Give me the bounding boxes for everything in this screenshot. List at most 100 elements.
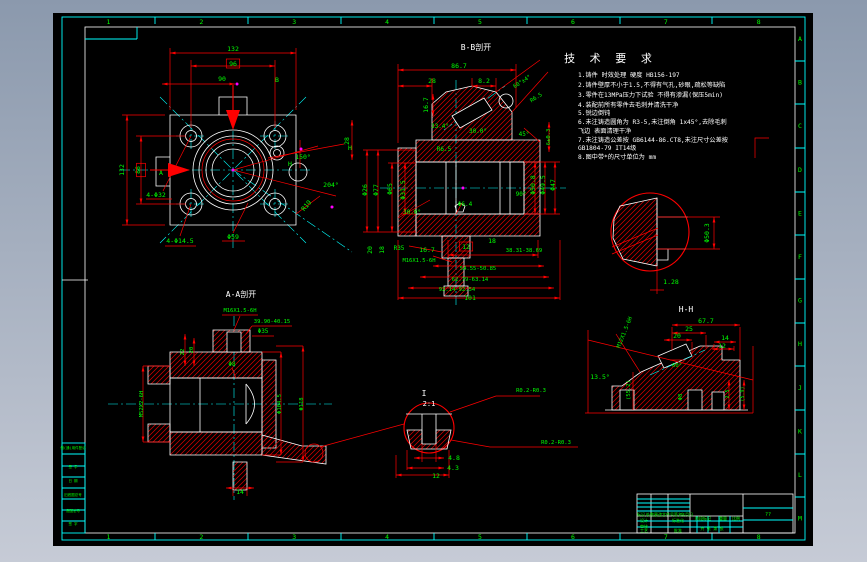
dimension-label: 18 [378, 246, 386, 254]
dimension-label: R0.2-R0.3 [516, 388, 546, 394]
dimension-label: 4.3 [447, 464, 459, 472]
dimension-label: 30.0° [469, 128, 487, 135]
margin-block-label: 日 期 [68, 478, 78, 483]
zone-number-bottom: 4 [385, 533, 389, 541]
zone-letter-right: L [798, 471, 802, 479]
titleblock-label: 标记 [637, 511, 645, 517]
dimension-label: 1.28 [663, 278, 679, 286]
tech-requirements-line: 4.装配前所有零件去毛刺并清洗干净 [578, 101, 678, 109]
dimension-label: Φ31.5 [399, 180, 407, 200]
dimension-label: 96 [229, 60, 237, 68]
section-arrow-a [150, 163, 190, 177]
zone-letter-right: M [798, 515, 802, 523]
zone-number-top: 7 [664, 18, 668, 26]
zone-letter-right: J [798, 384, 802, 392]
dimension-label: 33.4° [431, 123, 449, 130]
margin-block-label: 旧底图总号 [64, 492, 82, 497]
zone-number-top: 2 [199, 18, 203, 26]
tech-requirements-line: 7.未注铸造公差按 GB6144-86.CT8,未注尺寸公差按 [578, 136, 728, 144]
tech-requirements-line: 飞边 表面清理干净 [578, 127, 631, 135]
dimension-label: 12 [462, 243, 470, 251]
bb-view-title: B-B剖开 [461, 42, 491, 52]
titleblock-label: 设计 [640, 517, 648, 523]
dimension-label: (5.9) [740, 386, 746, 401]
zone-letter-right: G [798, 297, 802, 305]
dimension-label: H [348, 144, 352, 152]
dimension-label: 14 [236, 488, 244, 496]
dimension-label: R35 [394, 245, 405, 252]
titleblock-label: 批准 [674, 527, 682, 533]
zone-number-bottom: 5 [478, 533, 482, 541]
dimension-label: Φ8 [228, 361, 236, 368]
dimension-label: M52X2-6H [139, 391, 145, 418]
dimension-label: 45° [519, 131, 530, 138]
zone-letter-right: K [798, 427, 802, 435]
dimension-label: 4-Φ32 [146, 191, 166, 199]
zone-letter-right: F [798, 253, 802, 261]
dimension-label: Φ118 [299, 397, 305, 410]
front-dim-extensions [122, 48, 345, 247]
dimension-label: 16.7 [419, 246, 435, 254]
dimension-label: 67.7 [698, 317, 714, 325]
titleblock-label: 比例 [732, 515, 740, 521]
title-block [636, 493, 794, 534]
titleblock-label: 年月日 [681, 511, 693, 517]
zone-letter-right: A [798, 35, 802, 43]
titleblock-label: 签名 [674, 511, 682, 517]
aa-section-view [108, 314, 405, 500]
dimension-label: M16X1.5-6H [402, 258, 435, 264]
dimension-label: 4-Φ14.5 [166, 237, 193, 245]
dimension-label: Φ77 [372, 184, 380, 196]
dimension-label: 204° [323, 181, 339, 189]
zone-number-bottom: 8 [757, 533, 761, 541]
zone-letter-right: E [798, 209, 802, 217]
center-bore [192, 129, 274, 211]
dimension-label: 39.90-40.15 [254, 319, 290, 325]
drawing-frame [61, 16, 806, 541]
datum-corner-mark [754, 137, 769, 158]
dimension-label: 150° [295, 153, 311, 161]
dimension-label: 18 [488, 237, 496, 245]
dimension-label: (55.2) [626, 380, 632, 400]
small-detail-leaders [395, 395, 578, 478]
hh-dim-extensions [585, 327, 754, 414]
zone-letter-right: C [798, 122, 802, 130]
dimension-label: H [288, 160, 292, 168]
dimension-label: Φ6.4 [458, 201, 473, 208]
titleblock-label: 标准化 [672, 517, 684, 523]
dimension-label: 13.5° [590, 373, 610, 381]
tech-requirements-line: 3.零件在13MPa压力下试验 不得有渗漏(保压5min) [578, 91, 723, 99]
titleblock-label: 重量 [719, 515, 727, 521]
zone-number-bottom: 2 [199, 533, 203, 541]
section-arrow-b [226, 85, 240, 130]
front-view [120, 48, 354, 253]
weld-symbol [454, 202, 466, 213]
bore-red-circle [201, 138, 265, 202]
dimension-label: 86.7 [451, 62, 467, 70]
dimension-label: 92.14-92.54 [439, 287, 476, 293]
dimension-label: 8.2 [478, 77, 490, 85]
detail-label: I [422, 389, 427, 398]
dimension-label: 54.55-50.85 [460, 266, 496, 272]
dimension-label: 101 [464, 294, 476, 302]
detail-scale: 2:1 [423, 400, 436, 408]
dimension-label: 30.0° [403, 209, 421, 216]
tech-requirements-line: 5.锐边倒钝 [578, 109, 610, 117]
dimension-label: 86 [134, 166, 142, 174]
tech-requirements-line: 8.图中带*的尺寸单位为 mm [578, 153, 656, 161]
dimension-label: Φ50.8 [529, 175, 537, 195]
dimension-label: R6.5 [437, 146, 452, 153]
margin-block-label: 签 字 [68, 464, 78, 469]
dimension-label: Φ47 [549, 179, 557, 191]
zone-ticks [154, 17, 805, 540]
tech-requirements-line: GB1804-79 IT14级 [578, 144, 636, 152]
basic-dimension-box [458, 241, 474, 252]
dimension-label: 38.31-38.69 [506, 248, 542, 254]
dimension-label: Φ8 [678, 394, 684, 401]
basic-dimension-box [225, 58, 241, 69]
dimension-label: Φ49.5 [539, 175, 547, 195]
margin-block-label: 底图总号 [66, 508, 80, 513]
dimension-label: 90 [218, 75, 226, 83]
